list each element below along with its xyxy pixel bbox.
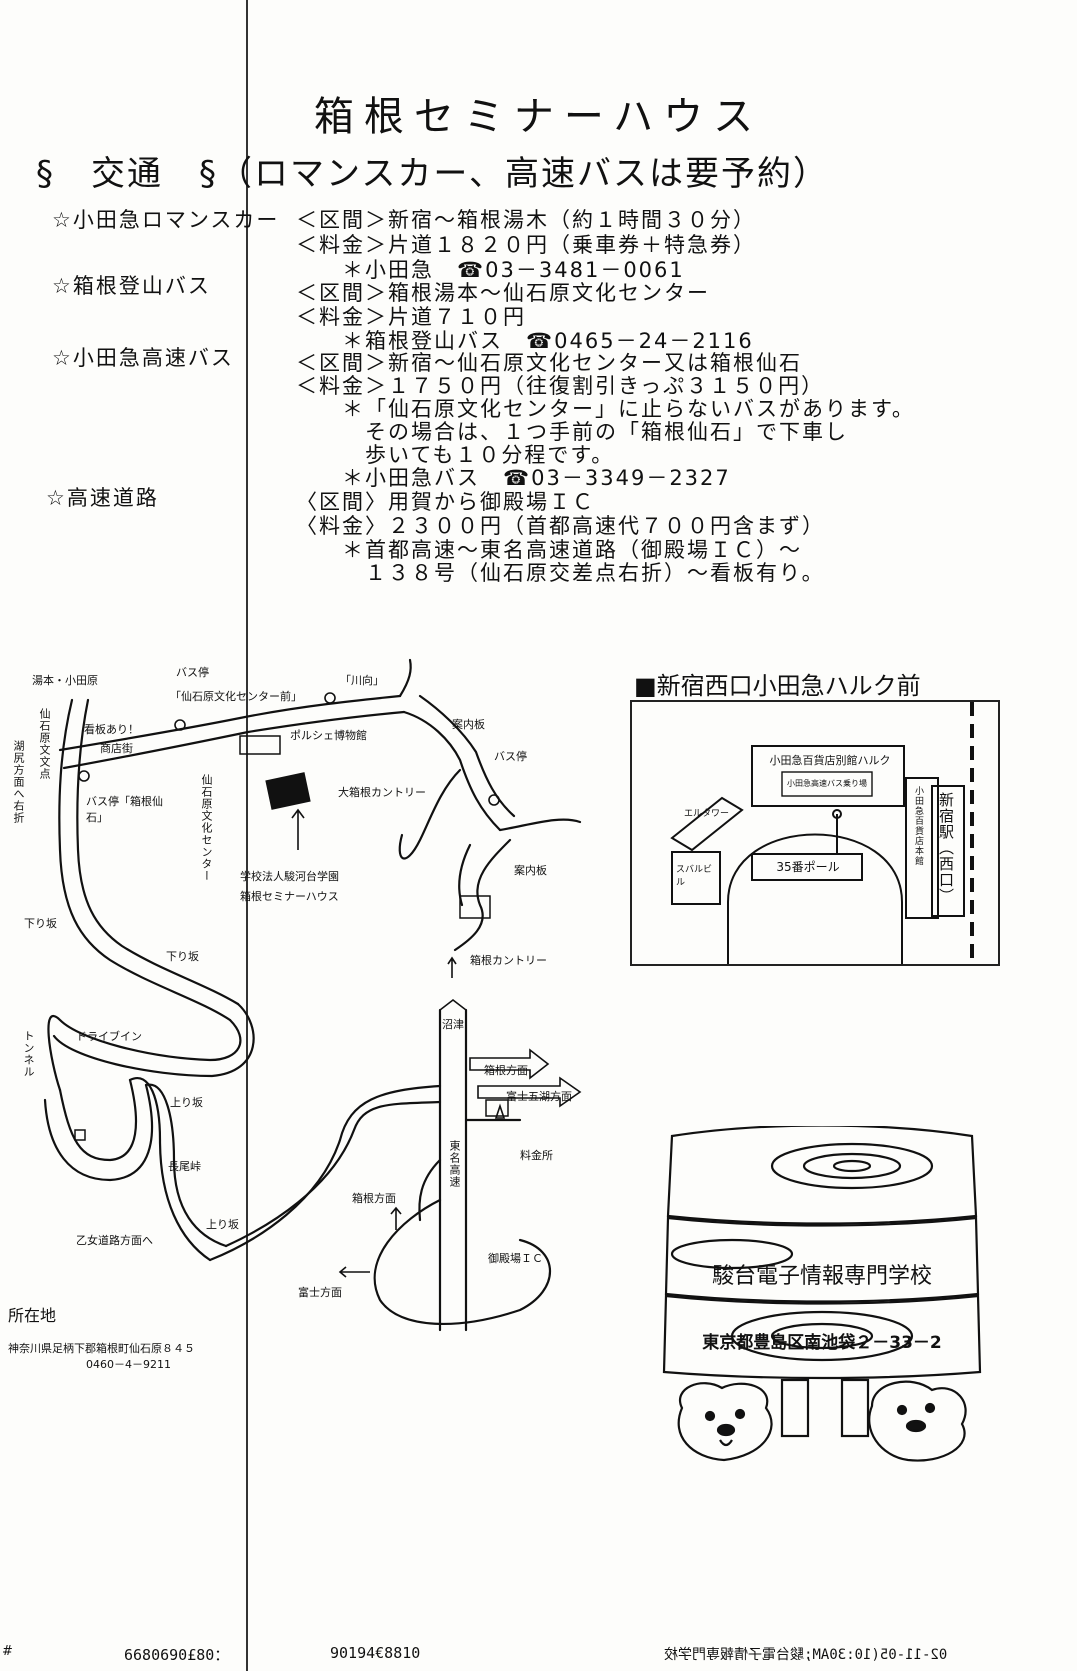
map-label: 湯本・小田原 [32,674,98,687]
map-label: 箱根カントリー [470,954,547,967]
transport-label-expressway: ☆高速道路 [46,486,159,510]
bus-stop-icon [78,770,90,782]
transport-line: ＜料金＞片道１８２０円（乗車券＋特急券） [296,233,756,257]
transport-label-romancecar: ☆小田急ロマンスカー [52,208,280,232]
shinjuku-map: 小田急百貨店別館ハルク 小田急高速バス乗り場 35番ポール エルタワー スバルビ… [630,700,1000,966]
transport-line: ＜区間＞箱根湯本～仙石原文化センター [296,281,710,305]
map-vertical-label: トンネル [22,1030,35,1078]
map-label: 下り坂 [24,917,57,930]
map-label: 富士方面 [298,1286,342,1299]
halc-sub-label: 小田急高速バス乗り場 [787,779,867,788]
map-label: 上り坂 [170,1096,203,1109]
transport-line: ＜区間＞新宿～仙石原文化センター又は箱根仙石 [296,351,802,375]
transport-line: ＜料金＞１７５０円（往復割引きっぷ３１５０円） [296,374,825,398]
map-label: 長尾峠 [168,1160,201,1173]
map-label: 案内板 [452,718,485,731]
fax-marker: # [2,1644,13,1659]
transport-label-tozan: ☆箱根登山バス [52,274,211,298]
fold-line [246,0,248,1671]
map-label: 箱根方面 [352,1192,396,1205]
map-label: 「仙石原文化センター前」 [170,690,302,703]
arrow-left-icon [469,1048,550,1080]
fax-number-2: 90194€8810 [330,1644,421,1662]
arrow-left-icon [338,1266,370,1278]
transport-line: ＜料金＞片道７１０円 [296,305,526,329]
school-name: 駿台電子情報専門学校 [711,1264,932,1289]
map-label: 料金所 [520,1149,553,1162]
transport-line: その場合は、１つ手前の「箱根仙石」で下車し [296,420,848,444]
elf-tower-label: エルタワー [684,809,730,819]
map-vertical-label: 仙石原文化センター [200,774,213,882]
transport-line: ＜区間＞新宿～箱根湯木（約１時間３０分） [296,208,756,232]
hakone-country-building [459,895,491,919]
transport-line: ＊小田急バス ☎03－3349－2327 [296,466,731,490]
address-tel: 0460－4－9211 [86,1358,171,1371]
fax-number-1: 6680690£80： [124,1646,230,1664]
transport-line: ＊首都高速～東名高速道路（御殿場ＩＣ）～ [296,538,802,562]
school-address: 東京都豊島区南池袋２－33－2 [702,1333,942,1353]
transport-line: 〈料金〉２３００円（首都高速代７００円含まず） [296,514,825,538]
bus-pole-label: 35番ポール [776,860,840,874]
transport-line: ＊箱根登山バス ☎0465－24－2116 [296,329,754,353]
map-label: 上り坂 [206,1218,239,1231]
arrow-up-icon [390,1206,402,1230]
transport-line: 歩いても１０分程です。 [296,443,615,467]
arrow-up-icon [291,808,305,850]
map-label: 箱根方面 [484,1064,528,1077]
map-label: 富士五湖方面 [506,1090,572,1103]
map-label: 学校法人駿河台学園 [240,870,339,883]
arrow-right-icon [477,1076,582,1108]
shinjuku-station-label: 新宿駅（西口） [937,792,955,904]
school-sign-logo [662,1126,982,1462]
map-label: ドライブイン [76,1030,142,1043]
transport-label-highwaybus: ☆小田急高速バス [52,346,234,370]
map-label: 案内板 [514,864,547,877]
seminar-house-building [265,772,311,810]
bus-stop-icon [174,719,186,731]
shinjuku-title: ■新宿西口小田急ハルク前 [634,672,921,700]
subaru-building-label: スバルビル [676,865,713,888]
map-vertical-label: 湖尻方面へ右折 [12,740,25,824]
bus-stop-icon [324,692,336,704]
map-label: バス停 [494,750,527,763]
map-vertical-label: 仙石原文文点 [38,708,51,780]
map-label: 御殿場ＩＣ [488,1252,543,1265]
bus-pole-icon [832,809,842,819]
map-vertical-label: 東名高速 [448,1140,461,1188]
fax-header: 02-11-05(10:30AM;駿台電子情報専門学校 [664,1647,948,1663]
map-label: 看板あり！ [84,723,139,736]
drivein-building [74,1129,86,1141]
bus-stop-icon [488,794,500,806]
transport-line: 〈区間〉用賀から御殿場ＩＣ [296,490,595,514]
map-label: バス停 [176,666,209,679]
arrow-up-icon [447,956,457,978]
map-label: 乙女道路方面へ [76,1234,153,1247]
map-label: 大箱根カントリー [338,786,426,799]
address-line: 神奈川県足柄下郡箱根町仙石原８４５ [8,1342,195,1355]
page-title: 箱根セミナーハウス [313,94,764,140]
hakone-road-map [43,658,582,1332]
map-label: 「川向」 [340,674,384,687]
triangle-icon [494,1103,506,1119]
map-label: 箱根セミナーハウス [240,890,339,903]
transport-line: ＊小田急 ☎03－3481－0061 [296,258,685,282]
halc-label: 小田急百貨店別館ハルク [769,754,891,767]
map-label: 商店街 [100,742,133,755]
museum-building [239,735,281,755]
map-label: 沼津 [442,1018,464,1031]
transport-line: ＊「仙石原文化センター」に止らないバスがあります。 [296,397,915,421]
address-heading: 所在地 [8,1306,57,1325]
odakyu-main-label: 小田急百貨店本館 [913,786,923,866]
transport-heading: § 交通 §（ロマンスカー、高速バスは要予約） [36,154,829,194]
transport-line: １３８号（仙石原交差点右折）～看板有り。 [296,561,825,585]
map-label: バス停「箱根仙石」 [86,795,163,824]
map-label: ポルシェ博物館 [290,729,367,742]
map-label: 下り坂 [166,950,199,963]
